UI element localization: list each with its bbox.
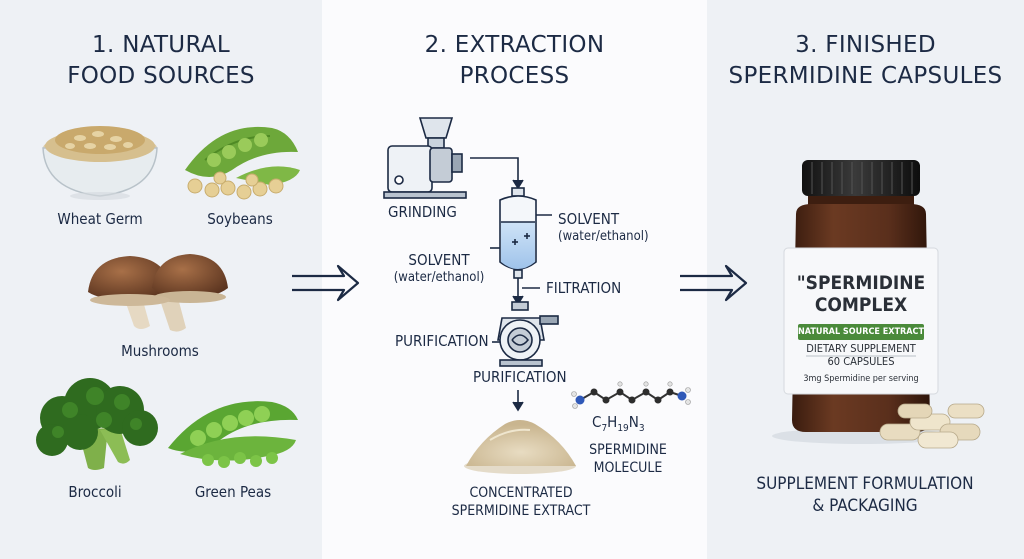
label-broccoli: Broccoli — [68, 483, 122, 501]
arrow-extraction-to-capsules — [680, 264, 748, 302]
bottle-product-name: "SPERMIDINE COMPLEX — [796, 272, 926, 316]
wheat-germ-image — [42, 126, 158, 200]
arrow-sources-to-extraction — [292, 264, 360, 302]
process-flow-lines — [470, 157, 552, 412]
label-grinding: GRINDING — [388, 203, 457, 221]
spermidine-extract-powder-image — [464, 420, 576, 474]
molecule-formula: C7H19N3 — [592, 413, 645, 434]
extraction-vessel-icon — [499, 187, 537, 279]
title-finished-capsules: 3. FINISHED SPERMIDINE CAPSULES — [728, 32, 1003, 89]
label-filtration: FILTRATION — [546, 279, 622, 297]
label-spermidine-molecule: SPERMIDINE MOLECULE — [589, 442, 667, 476]
label-purification-below: PURIFICATION — [473, 368, 567, 386]
label-soybeans: Soybeans — [207, 210, 273, 228]
capsules-image — [879, 403, 985, 449]
spermidine-molecule-icon — [571, 381, 691, 409]
title-natural-sources: 1. NATURAL FOOD SOURCES — [67, 32, 255, 89]
label-mushrooms: Mushrooms — [121, 342, 199, 360]
label-purification-left: PURIFICATION — [395, 332, 489, 350]
title-extraction-process: 2. EXTRACTION PROCESS — [424, 32, 605, 89]
bottle-details: DIETARY SUPPLEMENT 60 CAPSULES — [806, 342, 916, 368]
mushrooms-image — [88, 254, 228, 332]
label-concentrated-extract: CONCENTRATED SPERMIDINE EXTRACT — [451, 485, 591, 519]
purification-unit-icon — [497, 301, 559, 367]
caption-formulation-packaging: SUPPLEMENT FORMULATION & PACKAGING — [756, 474, 974, 516]
bottle-dosage: 3mg Spermidine per serving — [803, 374, 919, 384]
grinder-icon — [383, 117, 467, 199]
broccoli-image — [36, 378, 158, 470]
label-solvent-left: SOLVENT (water/ethanol) — [393, 251, 485, 285]
label-solvent-right: SOLVENT (water/ethanol) — [558, 210, 649, 244]
green-peas-image — [168, 401, 298, 468]
label-green-peas: Green Peas — [194, 483, 272, 501]
soybeans-image — [185, 126, 300, 200]
label-wheat-germ: Wheat Germ — [57, 210, 143, 228]
bottle-banner: NATURAL SOURCE EXTRACT — [798, 327, 925, 337]
